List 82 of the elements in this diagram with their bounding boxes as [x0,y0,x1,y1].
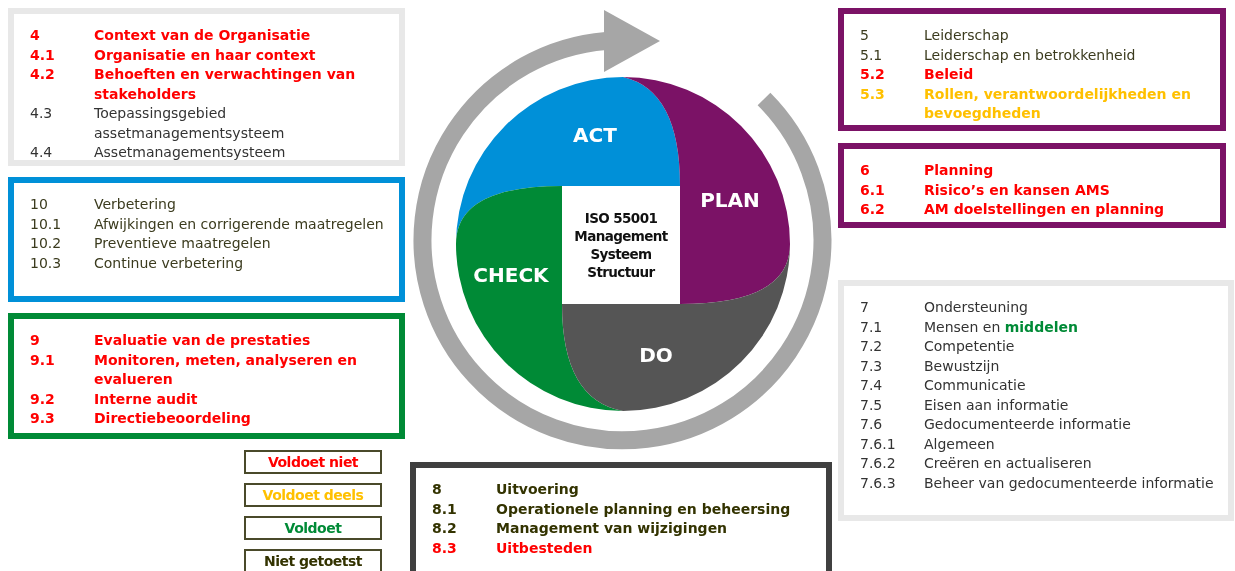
section-number: 8 [432,480,443,499]
section-number: 6.1 [860,180,886,200]
section-number: 10.3 [30,253,63,273]
section-number: 8.2 [432,519,458,538]
section-title: Organisatie en haar context [94,45,317,65]
section-title: Risico’s en kansen AMS [924,180,1111,200]
section-number: 7.5 [860,395,884,415]
section-number: 6 [860,161,871,180]
section-title: Context van de Organisatie [94,26,312,45]
section-number: 9.1 [30,350,56,370]
segment-label: ACT [573,123,617,147]
section-title: Competentie [924,337,1016,356]
section-number: 5 [860,26,870,45]
section-title: Interne audit [94,389,199,409]
section-number: 7.6.2 [860,454,897,473]
section-box [838,143,1226,228]
section-number: 7.4 [860,376,884,395]
status-label: Voldoet [244,516,382,540]
section-number: 7.6.1 [860,434,897,454]
section-title: Uitvoering [496,480,580,499]
section-title: Rollen, verantwoordelijkheden en bevoegdheden [924,84,1192,123]
status-label: Voldoet deels [244,483,382,507]
section-title: Afwijkingen en corrigerende maatregelen [94,214,385,234]
section-number: 7.6.3 [860,473,897,493]
section-title: Toepassingsgebied assetmanagementsysteem [94,104,286,143]
section-title: Planning [924,161,995,180]
section-title: Algemeen [924,434,996,454]
section-box [410,462,832,571]
segment-label: DO [639,343,673,367]
segment-label: PLAN [700,188,760,212]
section-number: 5.3 [860,84,886,104]
section-title: Monitoren, meten, analyseren en evalueren [94,350,358,389]
section-number: 7.2 [860,337,884,356]
section-number: 7.3 [860,356,884,376]
section-number: 4.3 [30,104,54,123]
section-number: 10.1 [30,214,63,234]
section-number: 5.1 [860,45,884,65]
section-title: Mensen en middelen [924,317,1079,337]
section-title: Directiebeoordeling [94,409,252,428]
section-box [8,177,405,302]
section-title: Beleid [924,65,975,84]
section-title: Continue verbetering [94,253,245,273]
section-number: 6.2 [860,200,886,219]
segment-label: CHECK [473,263,549,287]
section-title: Eisen aan informatie [924,395,1070,415]
section-number: 4.1 [30,45,56,65]
section-title: Management van wijzigingen [496,519,729,538]
section-number: 9.3 [30,409,56,428]
section-number: 10 [30,195,49,214]
section-box [8,313,405,439]
section-number: 7.6 [860,415,884,434]
section-title: Leiderschap en betrokkenheid [924,45,1137,65]
section-number: 7.1 [860,317,884,337]
section-number: 4 [30,26,41,45]
status-label: Niet getoetst [244,549,382,571]
section-title: Evaluatie van de prestaties [94,331,312,350]
section-title: Operationele planning en beheersing [496,499,792,519]
section-title: Gedocumenteerde informatie [924,415,1132,434]
section-title: AM doelstellingen en planning [924,200,1166,219]
section-number: 9 [30,331,41,350]
section-title: Assetmanagementsysteem [94,143,287,162]
section-number: 9.2 [30,389,56,409]
section-box [838,8,1226,131]
status-label: Voldoet niet [244,450,382,474]
section-title: Ondersteuning [924,298,1029,317]
section-title: Verbetering [94,195,177,214]
section-title: Bewustzijn [924,356,1001,376]
section-number: 7 [860,298,870,317]
center-title: ISO 55001 Management Systeem Structuur [573,209,669,281]
section-title: Behoeften en verwachtingen van stakeholders [94,65,357,104]
section-number: 4.4 [30,143,54,162]
section-number: 8.1 [432,499,458,519]
section-title: Preventieve maatregelen [94,234,272,253]
section-title: Communicatie [924,376,1027,395]
section-title: Uitbesteden [496,538,594,558]
section-number: 8.3 [432,538,458,558]
section-number: 5.2 [860,65,886,84]
section-title: Creëren en actualiseren [924,454,1093,473]
section-title: Beheer van gedocumenteerde informatie [924,473,1215,493]
section-title: Leiderschap [924,26,1010,45]
section-number: 10.2 [30,234,63,253]
section-number: 4.2 [30,65,56,84]
